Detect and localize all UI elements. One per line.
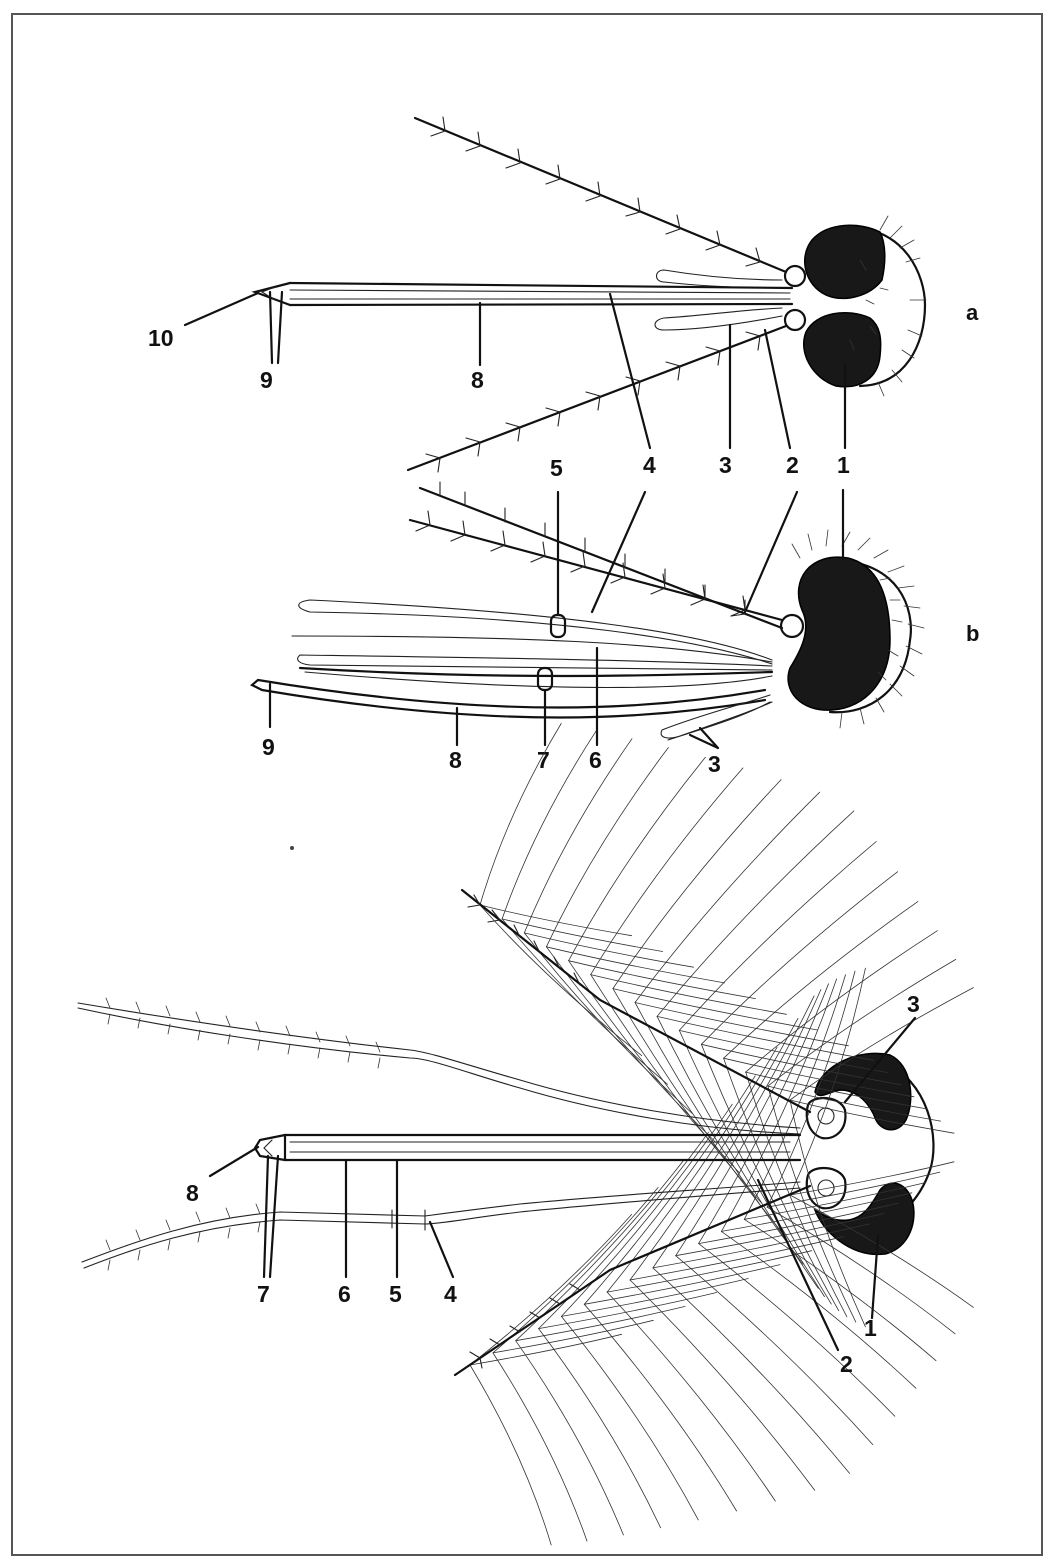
- panel-c-proboscis: [255, 1135, 800, 1160]
- panel-a-callout-9: 9: [260, 367, 273, 393]
- antenna-hair: [724, 901, 918, 1058]
- antenna-hair: [635, 1003, 848, 1046]
- panel-b-antenna-socket: [781, 615, 803, 637]
- panel-a-proboscis: [255, 283, 792, 305]
- antenna-hair: [701, 872, 897, 1045]
- panel-a-upper-antenna: [415, 117, 786, 272]
- panel-a-callout-2: 2: [786, 452, 799, 478]
- panel-c-callout-8: 8: [186, 1180, 199, 1206]
- panel-c-callout-1: 1: [864, 1315, 877, 1341]
- panel-a-antenna-socket-upper: [785, 266, 805, 286]
- antenna-hair: [721, 979, 836, 1232]
- panel-c-upper-eye: [815, 1053, 911, 1129]
- panel-b-callout-5: 5: [550, 455, 563, 481]
- antenna-hair: [790, 1162, 954, 1195]
- scan-speck: [290, 846, 294, 850]
- panel-c-lower-eye: [815, 1183, 914, 1254]
- antenna-hair: [635, 792, 820, 1002]
- page-frame: [12, 14, 1042, 1555]
- antenna-hair: [470, 1365, 551, 1545]
- panel-c-socket-lower-inner: [818, 1180, 834, 1196]
- antenna-hair: [767, 1172, 940, 1207]
- panel-c-callout-2: 2: [840, 1351, 853, 1377]
- antenna-hair: [493, 1320, 653, 1353]
- panel-a-lower-eye: [804, 313, 881, 387]
- antenna-hair: [569, 757, 706, 960]
- panel-b-mouthparts-spread: 5 4 9 8 7 6 3 b: [252, 455, 979, 777]
- panel-b-eye: [788, 557, 890, 710]
- panel-a-callout-4: 4: [643, 452, 656, 478]
- antenna-hair: [701, 1044, 831, 1304]
- panel-a-callout-3: 3: [719, 452, 732, 478]
- panel-a-head-dorsal: 10 9 8 4 3 2 1 a: [148, 117, 979, 478]
- antenna-hair: [539, 1329, 661, 1528]
- antenna-hair: [607, 1251, 812, 1292]
- panel-c-callout-5: 5: [389, 1281, 402, 1307]
- antenna-hair: [607, 1292, 775, 1501]
- panel-b-stylets: [292, 600, 772, 688]
- antenna-hair: [653, 996, 814, 1268]
- panel-c-callout-7: 7: [257, 1281, 270, 1307]
- panel-a-callout-1: 1: [837, 452, 850, 478]
- panel-b-callout-3: 3: [708, 751, 721, 777]
- panel-a-leader-lines: [185, 292, 845, 448]
- panel-a-label: a: [966, 300, 979, 325]
- antenna-hair: [584, 1304, 736, 1511]
- panel-a-lower-palp: [655, 308, 782, 330]
- antenna-hair: [676, 990, 821, 1256]
- antenna-hair: [746, 1072, 847, 1317]
- panel-b-antennae: [410, 482, 782, 628]
- antenna-hair: [524, 933, 693, 967]
- panel-c-callout-6: 6: [338, 1281, 351, 1307]
- panel-c-upper-palp: [78, 998, 800, 1134]
- panel-a-upper-palp: [657, 270, 783, 288]
- antenna-hair: [630, 1280, 815, 1490]
- panel-c-male-head: 3 8 7 6 5 4 1 2: [78, 724, 973, 1546]
- panel-c-lower-antenna: [455, 1186, 810, 1375]
- panel-b-callout-8: 8: [449, 747, 462, 773]
- panel-a-callout-10: 10: [148, 325, 174, 351]
- panel-b-callout-7: 7: [537, 747, 550, 773]
- antenna-hair: [539, 1293, 717, 1329]
- panel-b-label: b: [966, 621, 979, 646]
- panel-a-antenna-socket-lower: [785, 310, 805, 330]
- antenna-hair: [561, 1316, 698, 1520]
- antenna-hair: [516, 1341, 624, 1535]
- antenna-hair: [493, 1353, 587, 1541]
- antenna-hair: [480, 905, 642, 1056]
- panel-c-callout-3: 3: [907, 991, 920, 1017]
- antenna-hair: [591, 975, 787, 1015]
- antenna-hair: [653, 1268, 850, 1474]
- panel-a-callout-8: 8: [471, 367, 484, 393]
- panel-b-callout-6: 6: [589, 747, 602, 773]
- antenna-hair: [502, 919, 667, 1084]
- panel-c-lower-antenna-plume: [470, 968, 973, 1545]
- panel-c-callout-4: 4: [444, 1281, 457, 1307]
- panel-b-callout-9: 9: [262, 734, 275, 760]
- antenna-hair: [569, 961, 756, 999]
- panel-a-upper-eye: [805, 225, 885, 298]
